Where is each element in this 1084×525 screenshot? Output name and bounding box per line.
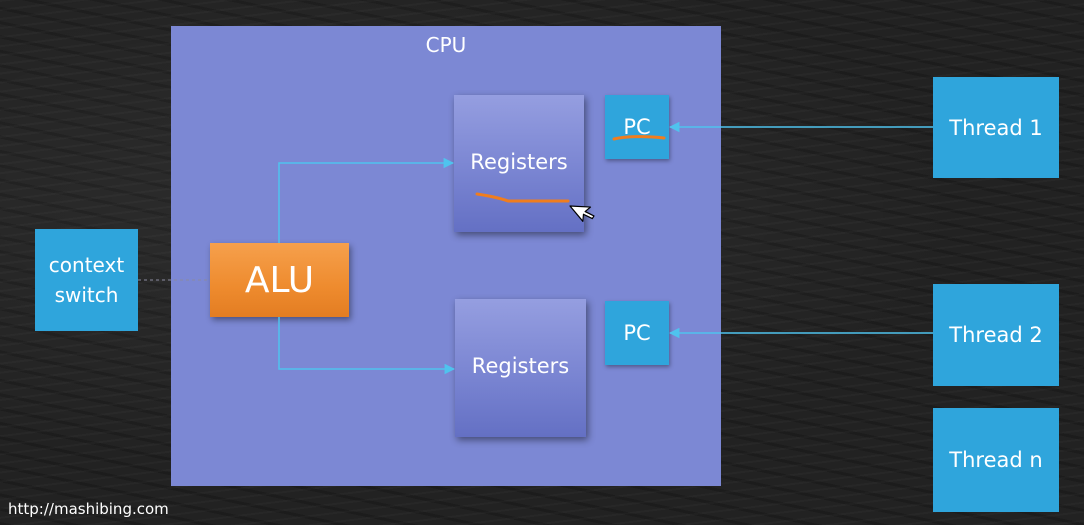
pc-label-1: PC: [623, 115, 651, 139]
footer-url: http://mashibing.com: [8, 500, 169, 518]
registers-annotation-stroke: [475, 192, 570, 203]
mouse-pointer-icon: [569, 205, 595, 222]
alu-box: ALU: [210, 243, 349, 317]
alu-to-registers-2-arrow: [278, 317, 456, 375]
registers-box-1: Registers: [454, 95, 584, 232]
registers-label-2: Registers: [471, 354, 570, 378]
thread-box-n: Thread n: [933, 408, 1059, 512]
thread-label-2: Thread 2: [949, 323, 1043, 347]
thread-label-1: Thread 1: [949, 115, 1043, 140]
registers-box-2: Registers: [455, 299, 586, 437]
cpu-label: CPU: [425, 33, 467, 57]
context-switch-box: context switch: [35, 229, 138, 331]
pc-box-2: PC: [605, 301, 669, 365]
context-switch-line1: context: [48, 253, 125, 277]
registers-label-1: Registers: [470, 150, 568, 174]
alu-label: ALU: [244, 259, 315, 301]
context-switch-line2: switch: [54, 283, 119, 307]
thread-box-2: Thread 2: [933, 284, 1059, 386]
pc-box-1: PC: [605, 95, 669, 159]
pc-annotation-stroke: [612, 135, 666, 141]
thread-label-n: Thread n: [949, 448, 1043, 472]
pc-label-2: PC: [623, 321, 651, 345]
thread-box-1: Thread 1: [933, 77, 1059, 178]
alu-to-registers-1-arrow: [278, 157, 455, 243]
